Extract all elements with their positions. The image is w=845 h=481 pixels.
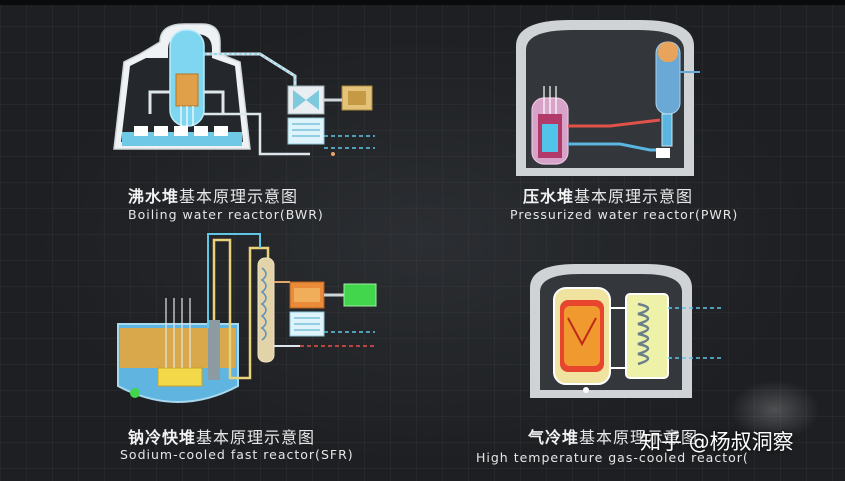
sfr-generator	[343, 283, 377, 307]
htgr-title: 气冷堆基本原理示意图	[528, 424, 698, 448]
pwr-pump	[656, 148, 670, 158]
zhihu-watermark: 知乎 @杨叔洞察	[640, 430, 794, 454]
htgr-title-rest: 基本原理示意图	[579, 428, 699, 447]
pwr-title-bold: 压水堆	[523, 187, 575, 206]
sfr-subtitle: Sodium-cooled fast reactor(SFR)	[120, 447, 354, 462]
bwr-core	[175, 73, 199, 107]
pwr-title-rest: 基本原理示意图	[574, 187, 694, 206]
pwr-diagram	[516, 20, 700, 176]
pwr-subtitle: Pressurized water reactor(PWR)	[510, 207, 739, 222]
sfr-title-bold: 钠冷快堆	[128, 428, 197, 447]
sfr-core	[157, 367, 203, 387]
light-glow	[730, 380, 820, 440]
bwr-diagram	[113, 23, 375, 156]
bwr-title-bold: 沸水堆	[128, 187, 180, 206]
sfr-diagram	[117, 233, 377, 403]
htgr-title-bold: 气冷堆	[528, 428, 580, 447]
bwr-condenser	[287, 117, 325, 145]
bwr-subtitle: Boiling water reactor(BWR)	[128, 207, 324, 222]
bwr-title-rest: 基本原理示意图	[179, 187, 299, 206]
sfr-title: 钠冷快堆基本原理示意图	[128, 424, 315, 448]
bwr-title: 沸水堆基本原理示意图	[128, 183, 298, 207]
htgr-diagram	[530, 264, 724, 398]
bwr-suppression-pool	[122, 132, 242, 146]
top-bar	[0, 0, 845, 5]
htgr-subtitle: High temperature gas-cooled reactor(	[476, 450, 749, 465]
sfr-title-rest: 基本原理示意图	[196, 428, 316, 447]
sfr-intermediate-hx	[208, 320, 220, 380]
pwr-title: 压水堆基本原理示意图	[523, 183, 693, 207]
